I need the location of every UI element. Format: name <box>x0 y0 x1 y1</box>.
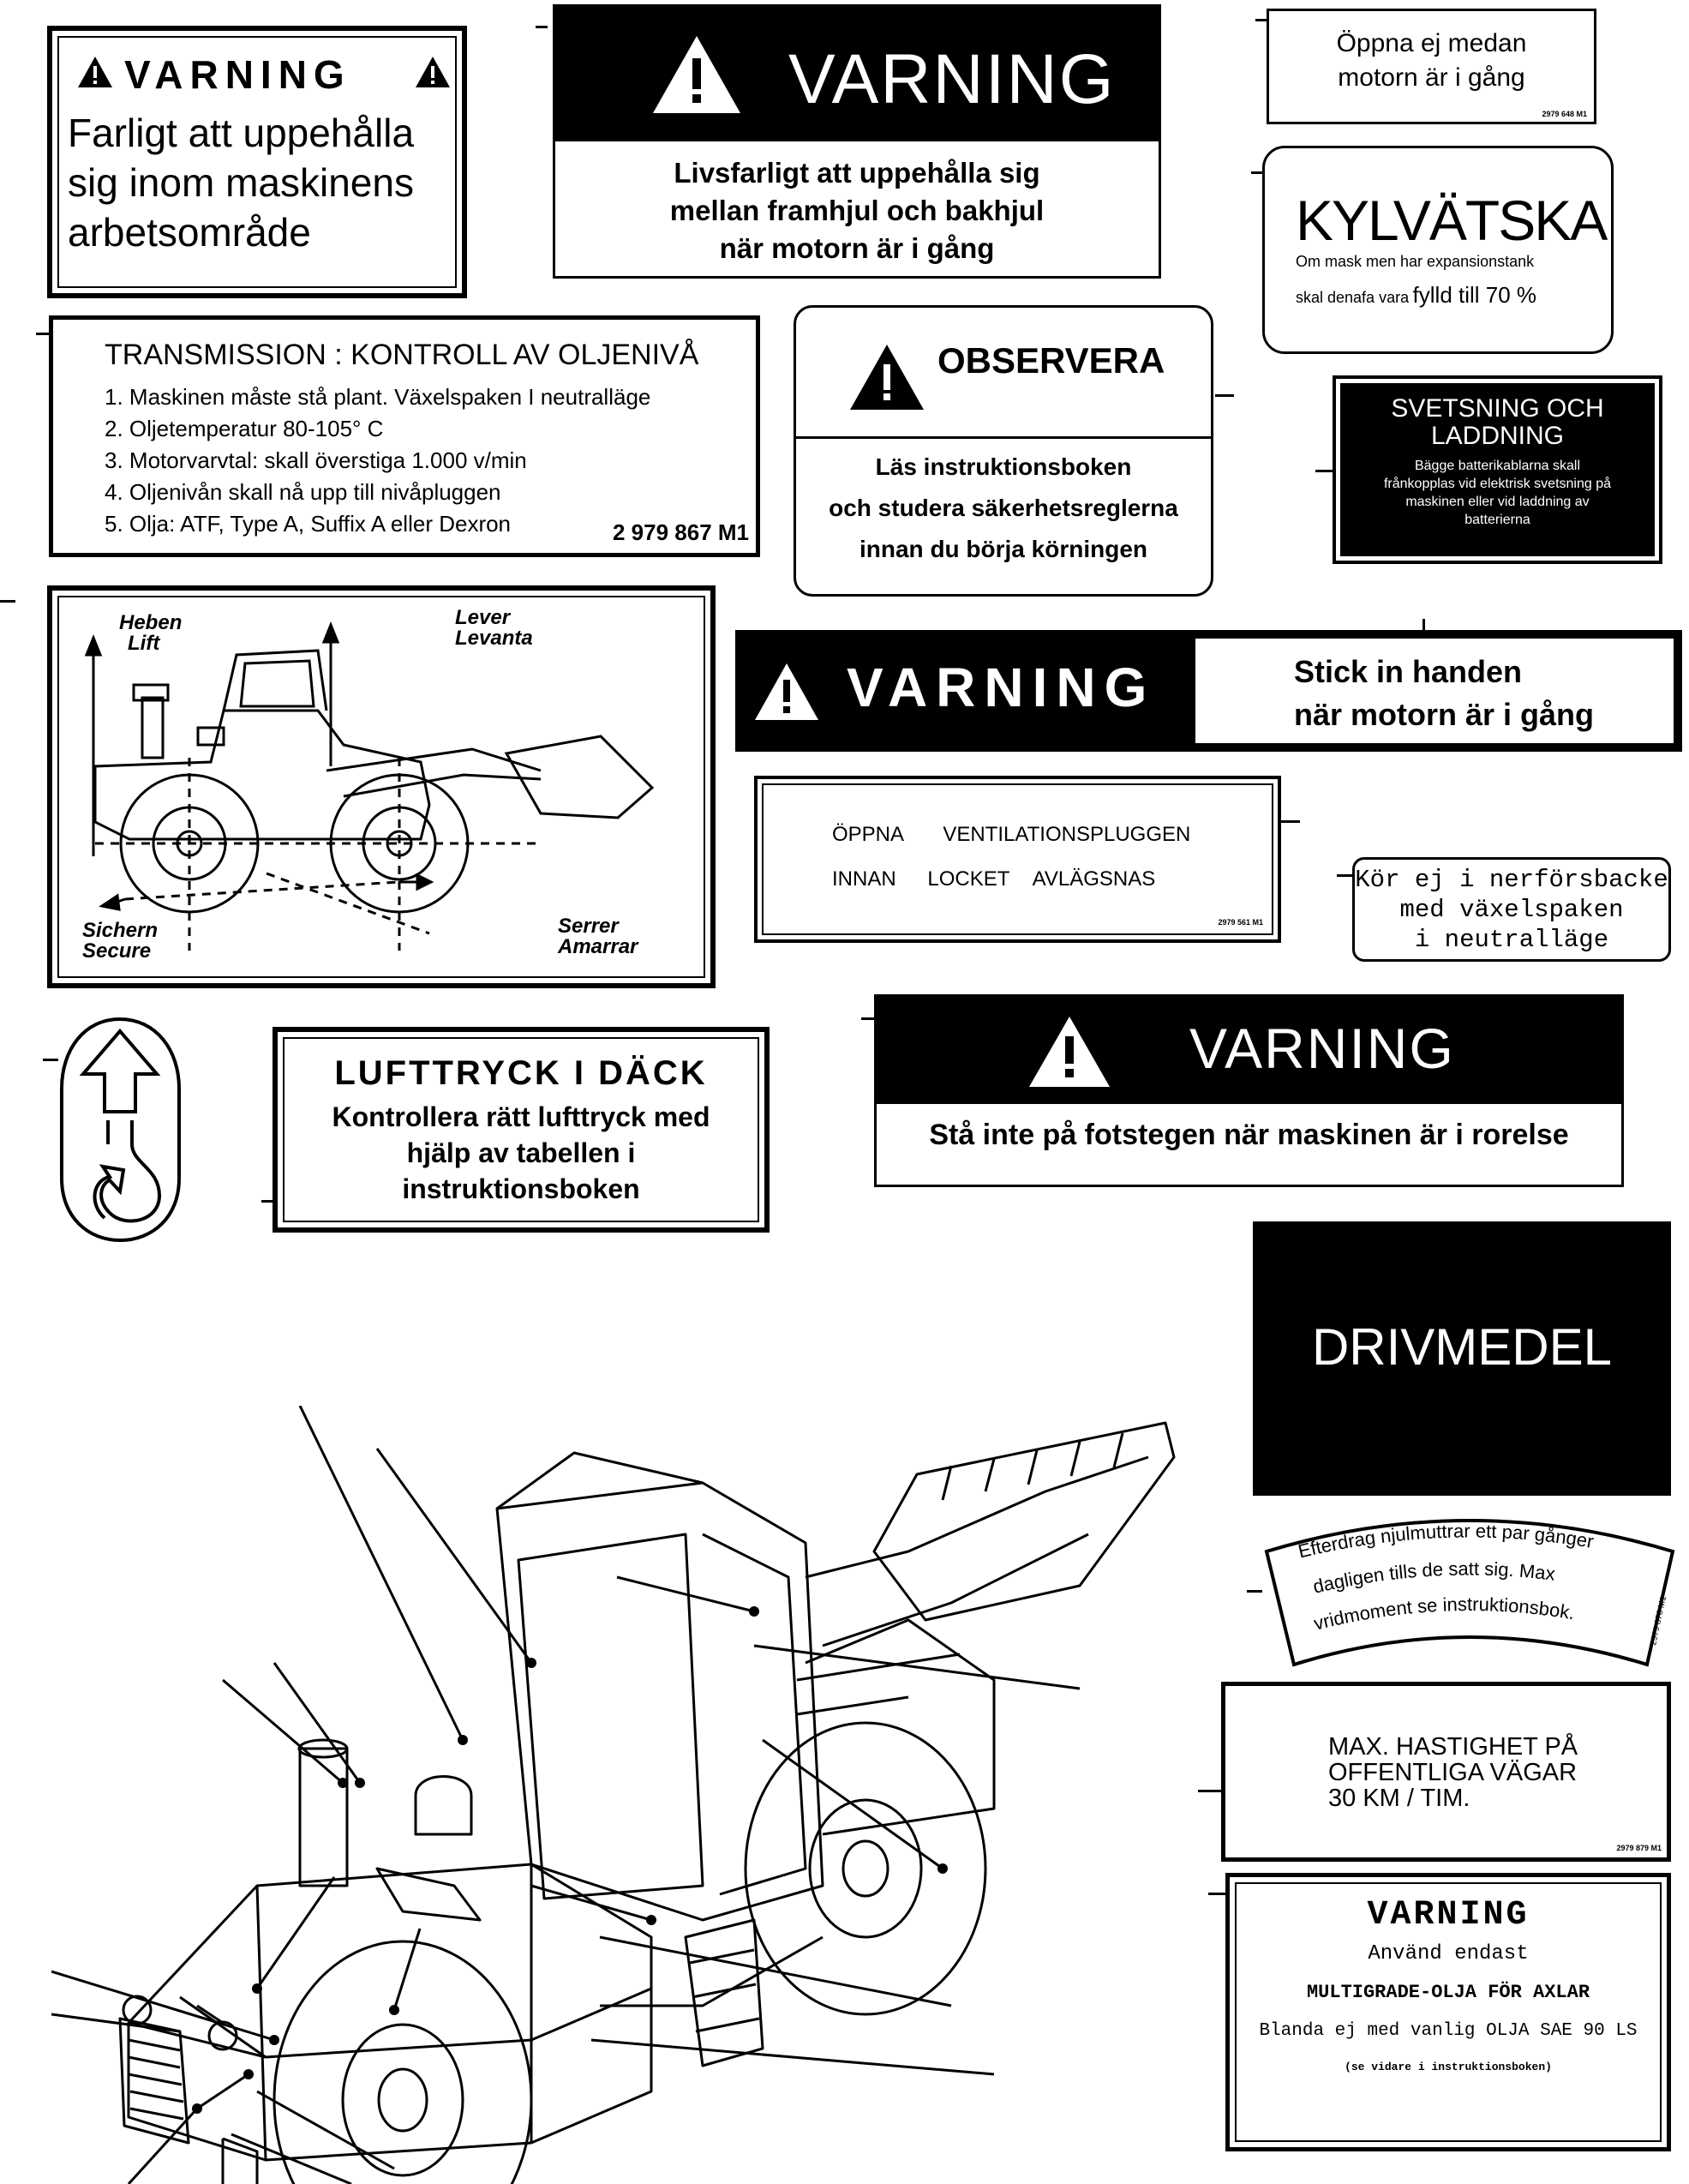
label-text-line: vridmoment se instruktionsbok. <box>1312 1593 1577 1635</box>
label-text: Läs instruktionsboken och studera säkerh… <box>829 453 1178 562</box>
label-heading: DRIVMEDEL <box>1311 1318 1613 1376</box>
label-heading: VARNING <box>1189 1017 1455 1080</box>
label-text: Stå inte på fotstegen när maskinen är i … <box>929 1119 1569 1151</box>
label-lift-hook <box>58 1016 183 1243</box>
label-max-speed: MAX. HASTIGHET PÅ OFFENTLIGA VÄGAR 30 KM… <box>1221 1682 1671 1862</box>
label-text: Kontrollera rätt lufttryck med hjälp av … <box>332 1101 710 1204</box>
warning-triangle-icon <box>78 57 112 87</box>
wheel-loader-illustration <box>51 1406 1176 2184</box>
label-heading: VARNING <box>788 40 1116 118</box>
label-varning-oil: VARNING Använd endast MULTIGRADE-OLJA FÖ… <box>1225 1873 1671 2151</box>
label-ventilation: ÖPPNA VENTILATIONSPLUGGEN INNAN LOCKET A… <box>754 776 1281 943</box>
warning-triangle-icon <box>1029 1017 1110 1087</box>
label-text-line: dagligen tills de satt sig. Max <box>1311 1557 1556 1597</box>
label-lift-points: Heben Lift Lever Levanta Sichern Secure … <box>47 585 716 988</box>
part-number: 2979 879 M1 <box>1616 1844 1662 1852</box>
label-drivmedel: DRIVMEDEL <box>1253 1221 1671 1496</box>
label-lufttryck: LUFTTRYCK I DÄCK Kontrollera rätt lufttr… <box>273 1027 770 1233</box>
warning-triangle-icon <box>416 57 450 87</box>
part-number: 2979 561 M1 <box>1218 918 1263 927</box>
svg-text:vridmoment se instruktionsbok.: vridmoment se instruktionsbok. <box>1312 1593 1577 1635</box>
label-kylvatska: KYLVÄTSKA Om mask men har expansionstank… <box>1262 146 1614 354</box>
label-svetsning: SVETSNING OCH LADDNING Bägge batterikabl… <box>1333 375 1662 564</box>
label-text: Livsfarligt att uppehålla sig mellan fra… <box>669 157 1045 264</box>
label-varning-work-area: VARNING Farligt att uppehålla sig inom m… <box>47 26 467 298</box>
warning-triangle-icon <box>653 36 740 113</box>
machine-overview-illustration <box>51 1406 1200 2184</box>
wheel-loader-illustration <box>84 621 655 951</box>
lifting-hook-icon <box>60 1017 181 1243</box>
label-heading: OBSERVERA <box>937 340 1165 381</box>
svg-text:Efterdrag njulmuttrar ett par: Efterdrag njulmuttrar ett par gånger <box>1296 1520 1595 1562</box>
label-header-band: VARNING <box>877 997 1621 1104</box>
label-text-line: Efterdrag njulmuttrar ett par gånger <box>1296 1520 1595 1562</box>
label-observera: OBSERVERA Läs instruktionsboken och stud… <box>794 305 1213 597</box>
label-heading: LUFTTRYCK I DÄCK <box>334 1054 708 1092</box>
warning-triangle-icon <box>755 663 818 720</box>
label-oppna-ej: Öppna ej medan motorn är i gång 2979 648… <box>1267 9 1596 124</box>
label-kor-ej: Kör ej i nerförsbacke med växelspaken i … <box>1352 857 1671 962</box>
label-heading: TRANSMISSION : KONTROLL AV OLJENIVÅ <box>105 339 699 371</box>
part-number: 2979 648 M1 <box>1542 110 1587 118</box>
label-text: Farligt att uppehålla sig inom maskinens… <box>68 111 415 255</box>
part-number: 2979 876 M1 <box>1649 1595 1668 1647</box>
label-heading-row: VARNING <box>76 46 453 101</box>
label-header-band: VARNING <box>555 7 1159 141</box>
warning-triangle-icon <box>850 345 924 410</box>
label-transmission: TRANSMISSION : KONTROLL AV OLJENIVÅ 1. M… <box>49 315 760 557</box>
label-varning-wheels: VARNING Livsfarligt att uppehålla sig me… <box>553 4 1161 279</box>
label-varning-hand: VARNING Stick in handen när motorn är i … <box>735 630 1682 752</box>
label-varning-steps: VARNING Stå inte på fotstegen när maskin… <box>874 994 1624 1187</box>
label-list: 1. Maskinen måste stå plant. Växelspaken… <box>105 384 651 537</box>
label-heading: VARNING <box>847 657 1156 718</box>
part-number: 2 979 867 M1 <box>612 519 749 545</box>
label-efterdrag: Efterdrag njulmuttrar ett par gånger dag… <box>1260 1509 1680 1671</box>
label-heading: VARNING <box>1367 1896 1530 1935</box>
label-heading: VARNING <box>124 52 351 97</box>
svg-text:dagligen tills de satt sig. Ma: dagligen tills de satt sig. Max <box>1311 1557 1556 1597</box>
label-heading: KYLVÄTSKA <box>1296 189 1608 252</box>
